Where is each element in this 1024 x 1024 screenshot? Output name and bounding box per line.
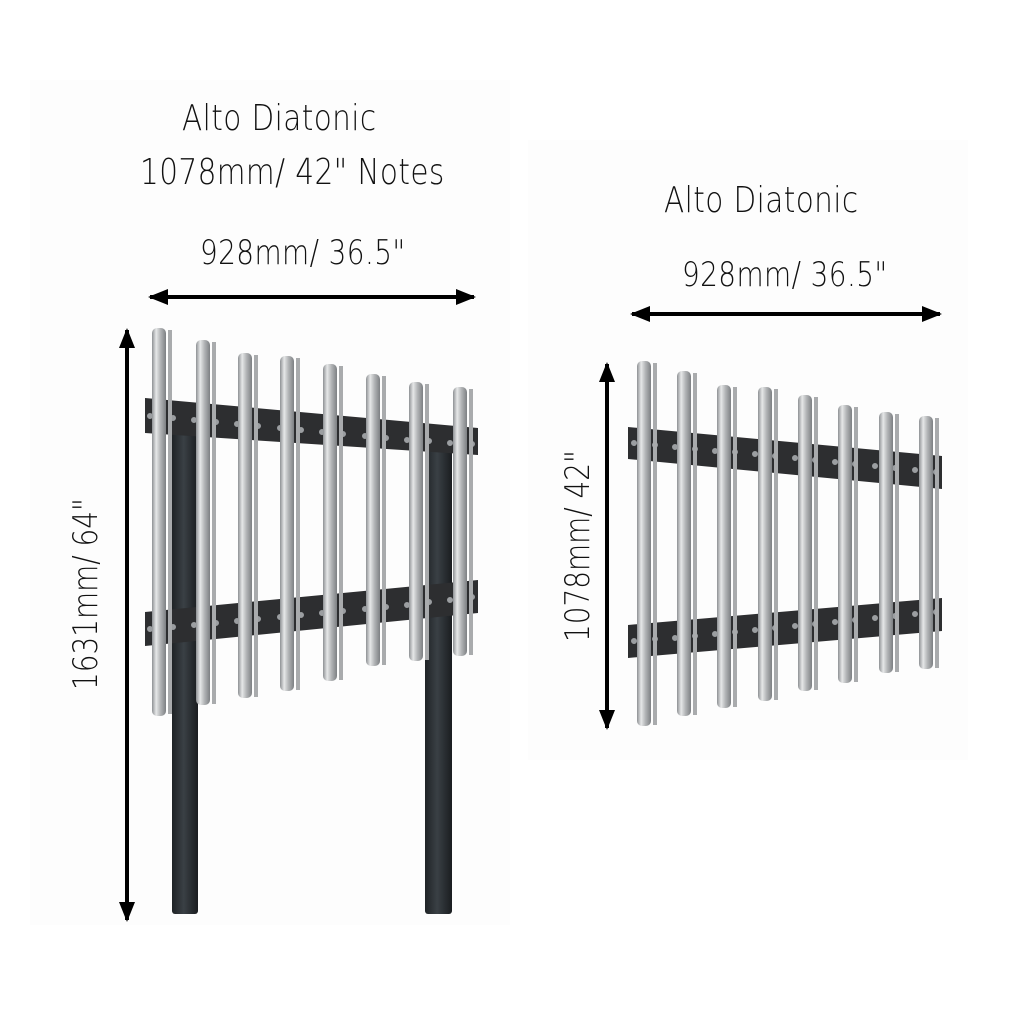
rod-7 (879, 412, 893, 673)
rod-7 (409, 382, 423, 661)
rod-4 (758, 387, 772, 701)
left-instrument (145, 328, 478, 914)
rod-6 (366, 374, 380, 666)
left-title-line1: Alto Diatonic (182, 98, 377, 139)
left-width-label: 928mm/ 36.5" (200, 233, 406, 273)
left-rods (152, 328, 473, 716)
top-mounting-bar (145, 398, 478, 455)
top-mounting-bar (628, 427, 942, 489)
rod-6 (838, 405, 852, 683)
left-title-line2: 1078mm/ 42" Notes (140, 152, 445, 193)
rod-1 (637, 361, 651, 726)
rod-2 (196, 340, 210, 705)
rod-5 (323, 364, 337, 681)
rod-3 (717, 385, 731, 708)
rod-2 (677, 371, 691, 716)
rod-8 (919, 416, 933, 669)
rod-3 (238, 353, 252, 698)
rod-8 (453, 387, 467, 656)
rod-5 (798, 395, 812, 691)
rod-4 (280, 356, 294, 691)
lower-mounting-bar (145, 580, 478, 646)
right-width-label: 928mm/ 36.5" (682, 255, 888, 295)
right-post (425, 440, 452, 914)
right-rods (637, 361, 939, 726)
rod-1 (152, 328, 166, 716)
lower-mounting-bar (628, 598, 942, 658)
right-instrument (628, 361, 942, 726)
right-title: Alto Diatonic (664, 180, 859, 221)
left-post (172, 420, 198, 914)
